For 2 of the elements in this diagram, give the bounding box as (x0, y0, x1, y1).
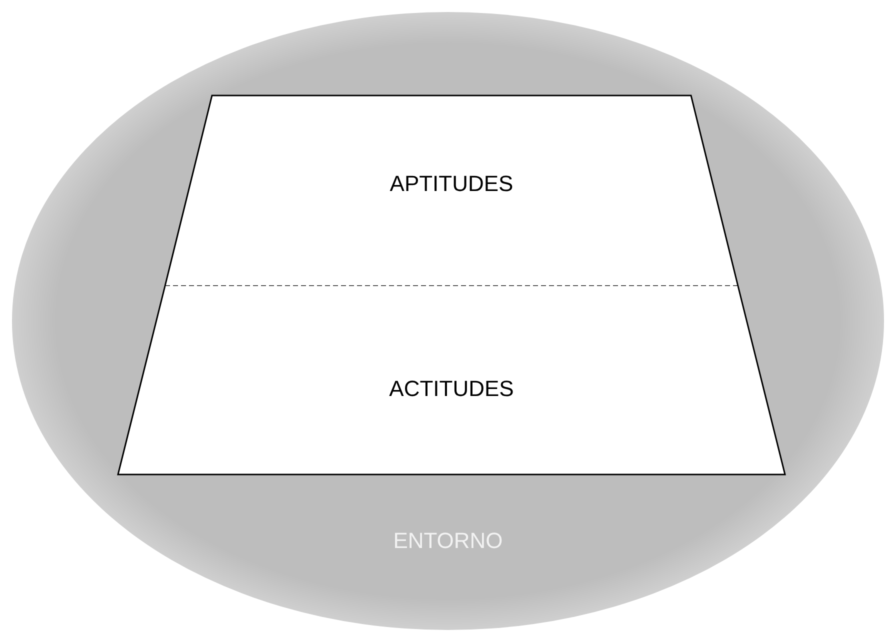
section-label: APTITUDES (390, 171, 514, 197)
section-label: ACTITUDES (389, 376, 514, 402)
